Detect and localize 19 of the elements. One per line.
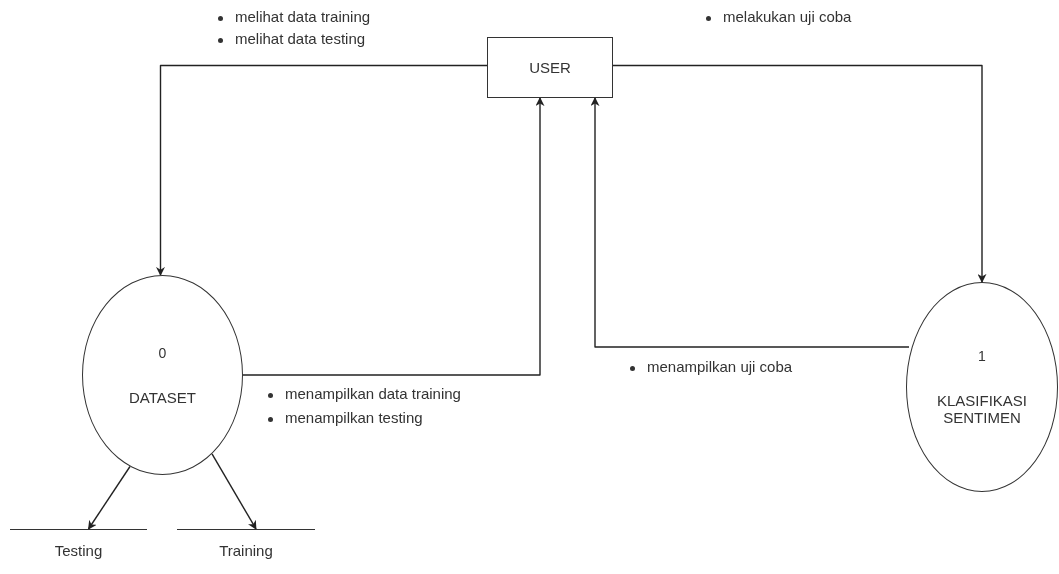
flow-label: menampilkan testing: [285, 409, 423, 426]
arrow: [211, 453, 257, 530]
arrow: [156, 64, 488, 276]
entity-box: [487, 37, 613, 98]
arrow: [87, 465, 131, 530]
flow-label: menampilkan data training: [285, 385, 461, 402]
node-label: Testing: [54, 542, 103, 559]
node-label: Training: [219, 542, 273, 559]
node-label: DATASET: [129, 388, 196, 406]
node-label: USER: [529, 59, 571, 76]
arrow: [612, 64, 987, 283]
process-number: 0: [158, 344, 167, 361]
flow-label: melihat data testing: [235, 30, 366, 47]
node-label: KLASIFIKASI SENTIMEN: [935, 392, 1028, 426]
arrow: [242, 97, 545, 376]
flow-label: menampilkan uji coba: [647, 358, 793, 375]
process-number: 1: [978, 348, 986, 364]
flow-label: melihat data training: [235, 8, 371, 25]
flow-label: melakukan uji coba: [723, 8, 852, 25]
